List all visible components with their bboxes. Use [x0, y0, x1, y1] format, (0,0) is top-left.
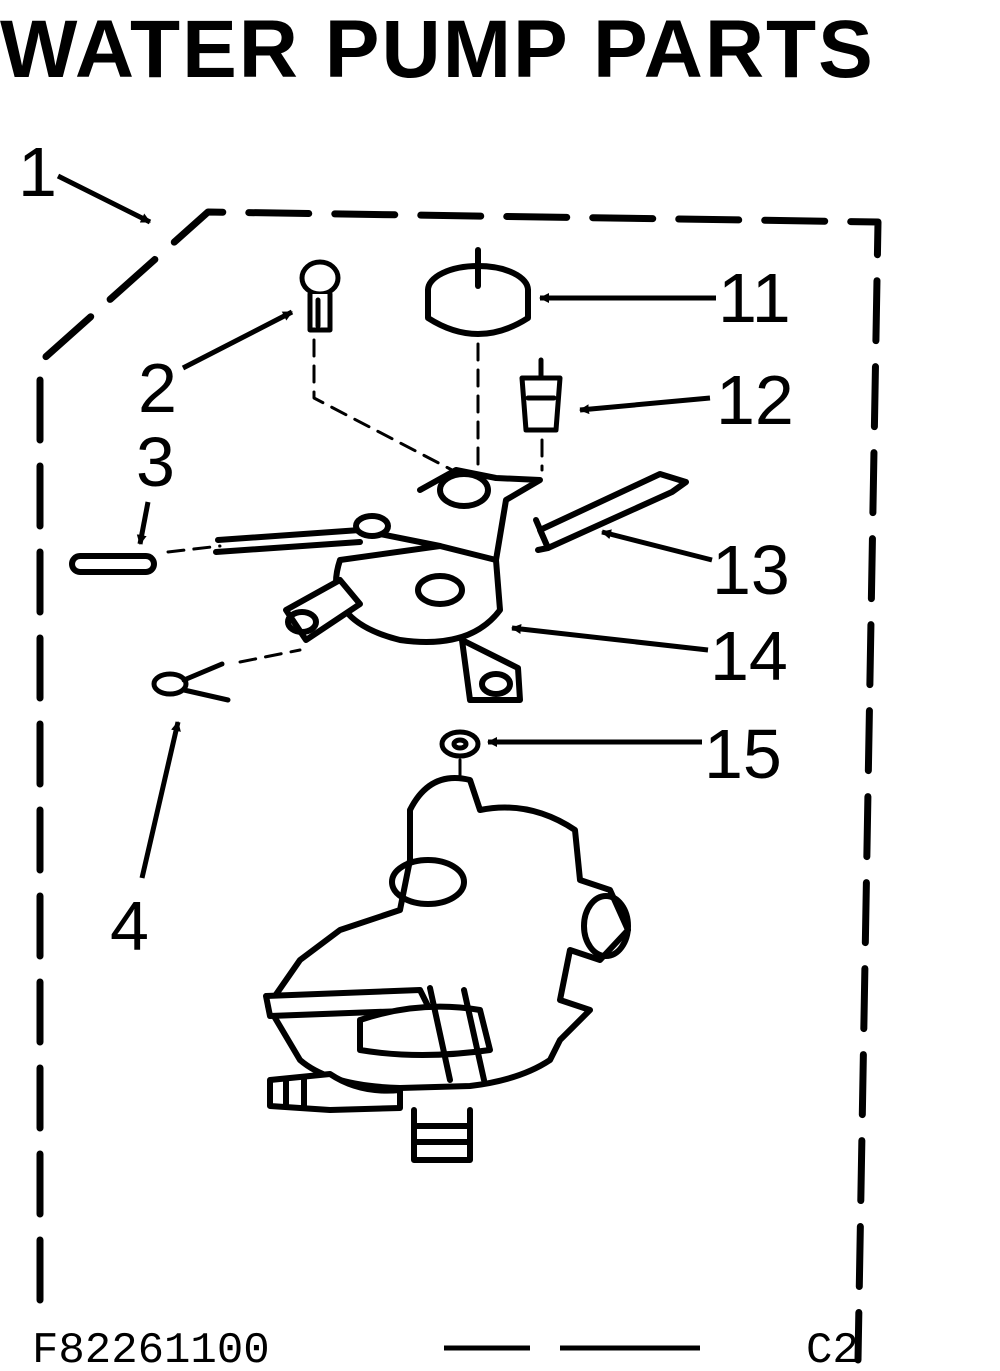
callout-4: 4: [110, 887, 149, 965]
arrow-3: [136, 501, 151, 545]
callout-3: 3: [136, 423, 175, 501]
arrow-1: [56, 173, 152, 225]
callout-1: 1: [18, 133, 57, 211]
plug-part-12: [519, 357, 563, 433]
arrow-4: [139, 721, 181, 879]
callout-13: 13: [712, 531, 790, 609]
nut-part-15: [439, 729, 481, 759]
callout-2: 2: [138, 349, 177, 427]
arrow-12: [579, 395, 711, 415]
clip-part-4: [151, 661, 231, 703]
leader-arrows: [56, 173, 716, 879]
callout-12: 12: [716, 361, 794, 439]
arrow-13: [601, 529, 713, 563]
callout-11: 11: [718, 259, 791, 337]
bolt-part-2: [299, 259, 341, 333]
pin-part-3: [69, 553, 157, 575]
callout-14: 14: [710, 617, 788, 695]
footer: F82261100 C2: [32, 1326, 859, 1371]
arrow-14: [511, 624, 709, 653]
lever-part-13: [533, 471, 689, 553]
callout-labels: 1 2 3 4 11 12 13 14 15: [18, 133, 794, 965]
cap-part-11: [425, 247, 531, 337]
arrow-2: [181, 309, 294, 371]
diagram-title: WATER PUMP PARTS: [0, 4, 875, 95]
valve-body-part-14: [213, 467, 543, 703]
callout-15: 15: [704, 715, 782, 793]
page-code: C2: [806, 1326, 859, 1371]
assembly-boundary: [36, 208, 882, 1364]
pump-housing: [263, 775, 631, 1163]
part-code: F82261100: [32, 1326, 270, 1371]
